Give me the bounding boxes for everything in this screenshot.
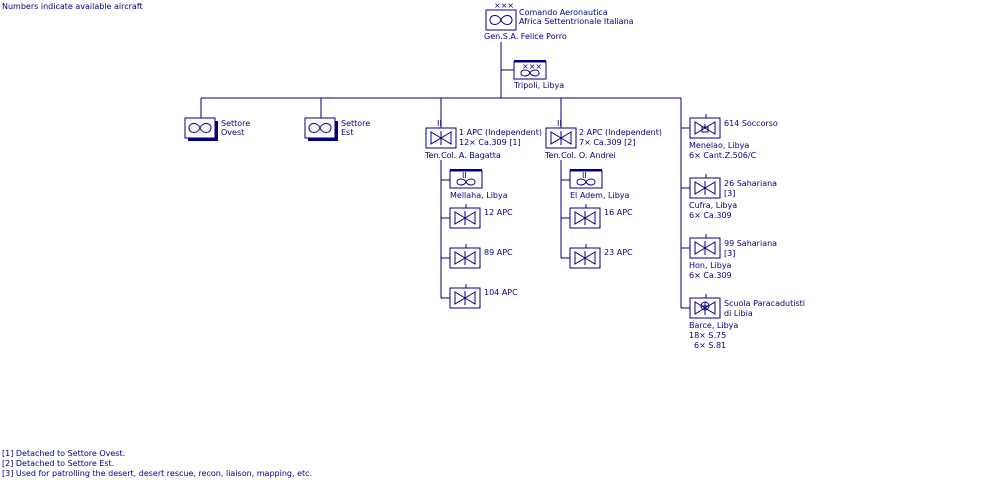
header-note: Numbers indicate available aircraft: [2, 2, 143, 11]
seaplane-icon: [694, 121, 716, 135]
apc2-hq-location: El Adem, Libya: [570, 191, 630, 200]
propeller-icon: [430, 131, 452, 145]
apc2-hq-marks: II: [582, 171, 587, 180]
sahariana26-label-line1: 26 Sahariana: [724, 179, 777, 188]
parachute-icon: [694, 301, 716, 315]
sector-west-node: Settore Ovest: [184, 117, 250, 141]
sahariana99-label-line2: [3]: [724, 249, 735, 258]
footnote-3: [3] Used for patrolling the desert, dese…: [2, 469, 312, 478]
command-rank-marks: ×××: [494, 1, 514, 10]
apc2-line2: 7× Ca.309 [2]: [579, 138, 636, 147]
hq-rank-marks: ×××: [522, 62, 542, 71]
apc2-node: II 2 APC (Independent) 7× Ca.309 [2] Ten…: [544, 119, 662, 160]
sahariana99-label-line1: 99 Sahariana: [724, 239, 777, 248]
sahariana26-node: 26 Sahariana [3] Cufra, Libya 6× Ca.309: [689, 174, 777, 220]
paracadutisti-node: Scuola Paracadutisti di Libia Barce, Lib…: [689, 294, 805, 350]
propeller-icon: [454, 291, 476, 305]
squadron-label: 23 APC: [604, 248, 633, 257]
sector-west-line2: Ovest: [221, 128, 244, 137]
apc2-squadron-16: 16 APC: [569, 204, 633, 229]
paracadutisti-aircraft-2: 6× S.81: [694, 341, 726, 350]
apc1-hq-marks: II: [462, 171, 467, 180]
command-node: ××× Comando Aeronautica Africa Settentri…: [484, 1, 634, 41]
soccorso-aircraft: 6× Cant.Z.506/C: [689, 151, 757, 160]
apc1-commander: Ten.Col. A. Bagatta: [424, 151, 501, 160]
sahariana99-location: Hon, Libya: [689, 261, 732, 270]
command-commander: Gen.S.A. Felice Porro: [484, 32, 567, 41]
squadron-label: 12 APC: [484, 208, 513, 217]
sector-east-node: Settore Est: [304, 117, 370, 141]
apc1-line2: 12× Ca.309 [1]: [459, 138, 521, 147]
hq-location: Tripoli, Libya: [513, 81, 564, 90]
squadron-label: 89 APC: [484, 248, 513, 257]
sector-west-line1: Settore: [221, 119, 250, 128]
paracadutisti-label-line2: di Libia: [724, 309, 753, 318]
sector-east-line1: Settore: [341, 119, 370, 128]
soccorso-location: Menelao, Libya: [689, 141, 749, 150]
sahariana26-location: Cufra, Libya: [689, 201, 737, 210]
paracadutisti-location: Barce, Libya: [689, 321, 738, 330]
propeller-icon: [550, 131, 572, 145]
paracadutisti-aircraft-1: 18× S.75: [689, 331, 726, 340]
propeller-icon: [574, 211, 596, 225]
paracadutisti-label-line1: Scuola Paracadutisti: [724, 299, 805, 308]
infinity-wing-icon: [308, 123, 332, 133]
sahariana99-aircraft: 6× Ca.309: [689, 271, 732, 280]
apc2-commander: Ten.Col. O. Andrei: [544, 151, 616, 160]
soccorso-node: 614 Soccorso Menelao, Libya 6× Cant.Z.50…: [689, 114, 778, 160]
apc1-squadron-104: 104 APC: [449, 284, 518, 309]
sahariana26-aircraft: 6× Ca.309: [689, 211, 732, 220]
propeller-icon: [694, 241, 716, 255]
sector-east-line2: Est: [341, 128, 353, 137]
command-name-line1: Comando Aeronautica: [519, 8, 608, 17]
footnote-2: [2] Detached to Settore Est.: [2, 459, 114, 468]
propeller-icon: [574, 251, 596, 265]
infinity-wing-icon: [188, 123, 212, 133]
apc1-hq-location: Mellaha, Libya: [450, 191, 508, 200]
squadron-label: 16 APC: [604, 208, 633, 217]
apc2-rank-marks: II: [557, 119, 562, 128]
propeller-icon: [454, 251, 476, 265]
propeller-icon: [694, 181, 716, 195]
command-name-line2: Africa Settentrionale Italiana: [519, 17, 634, 26]
infinity-wing-icon: [520, 69, 540, 77]
apc2-hq-node: II El Adem, Libya: [569, 169, 630, 200]
infinity-wing-icon: [489, 15, 513, 25]
infinity-wing-icon: [456, 178, 476, 186]
apc1-squadron-89: 89 APC: [449, 244, 513, 269]
apc1-hq-node: II Mellaha, Libya: [449, 169, 508, 200]
propeller-icon: [454, 211, 476, 225]
hq-node: ××× Tripoli, Libya: [513, 60, 564, 90]
apc1-node: II 1 APC (Independent) 12× Ca.309 [1] Te…: [424, 119, 542, 160]
squadron-label: 104 APC: [484, 288, 518, 297]
soccorso-label: 614 Soccorso: [724, 119, 778, 128]
apc1-rank-marks: II: [437, 119, 442, 128]
footnotes: [1] Detached to Settore Ovest. [2] Detac…: [2, 449, 312, 478]
apc1-squadron-12: 12 APC: [449, 204, 513, 229]
sahariana99-node: 99 Sahariana [3] Hon, Libya 6× Ca.309: [689, 234, 777, 280]
sahariana26-label-line2: [3]: [724, 189, 735, 198]
apc2-squadron-23: 23 APC: [569, 244, 633, 269]
connector-lines: [200, 42, 690, 309]
apc2-line1: 2 APC (Independent): [579, 128, 662, 137]
footnote-1: [1] Detached to Settore Ovest.: [2, 449, 125, 458]
infinity-wing-icon: [576, 178, 596, 186]
apc1-line1: 1 APC (Independent): [459, 128, 542, 137]
